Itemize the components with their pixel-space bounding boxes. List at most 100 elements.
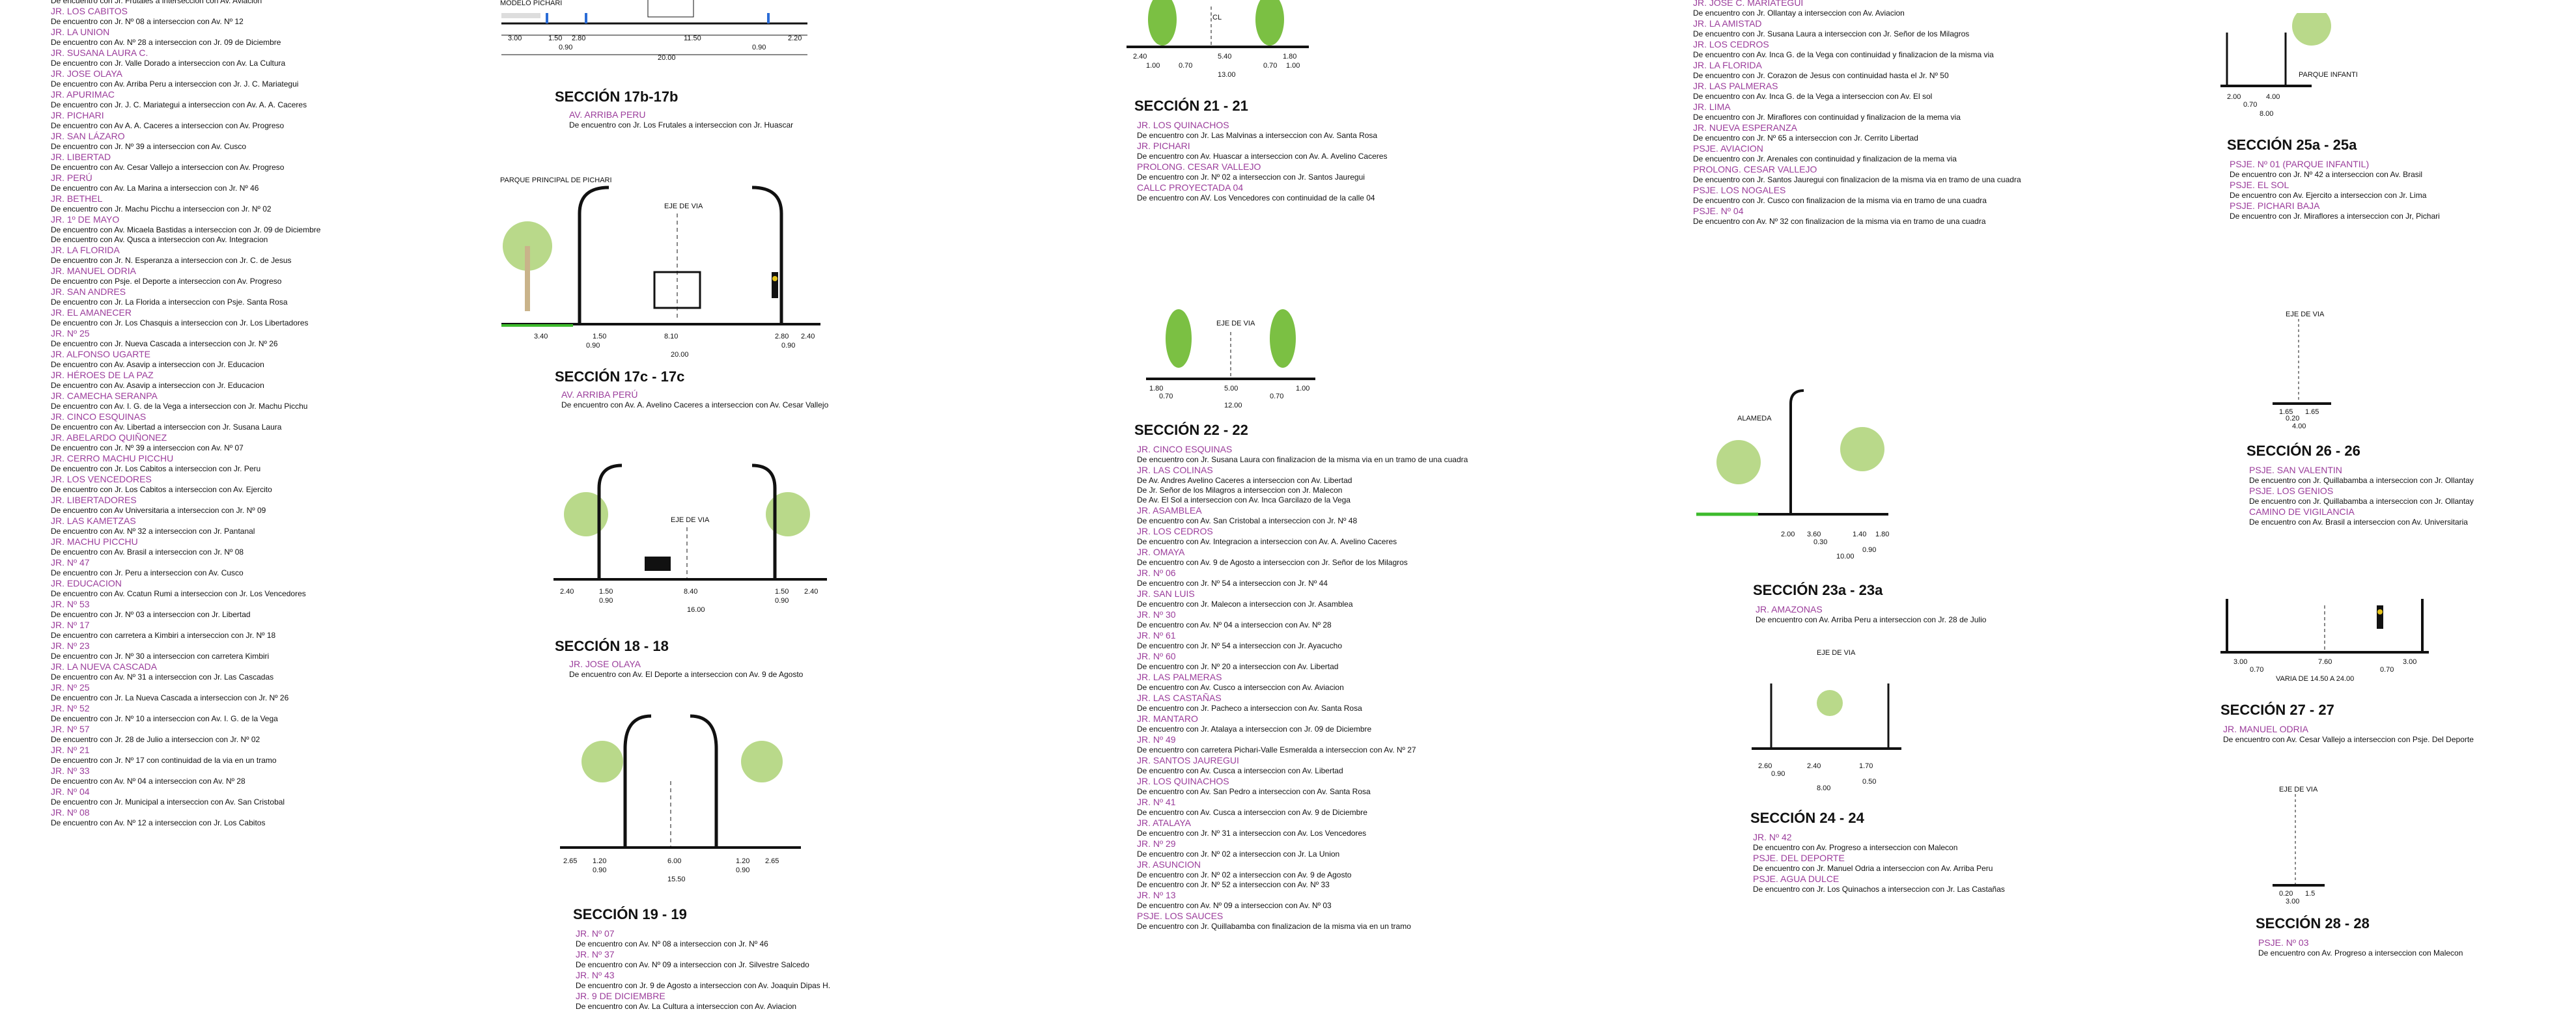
street-description: De encuentro con Av. Nº 04 a interseccio… [1137, 620, 1332, 629]
svg-text:12.00: 12.00 [1224, 402, 1242, 409]
street-name: JR. MANTARO [1137, 713, 1198, 724]
street-name: JR. LA UNION [51, 27, 110, 37]
street-name: JR. LAS PALMERAS [1137, 672, 1222, 682]
svg-text:0.20: 0.20 [2279, 890, 2293, 898]
svg-text:0.20: 0.20 [2286, 415, 2299, 422]
svg-text:3.60: 3.60 [1807, 531, 1821, 538]
street-description: De encuentro con Av. Nº 32 a interseccio… [51, 527, 255, 536]
section-17b-street: AV. ARRIBA PERU [569, 109, 646, 120]
svg-text:10.00: 10.00 [1836, 553, 1855, 560]
street-description: De encuentro con Av. San Cristobal a int… [1137, 516, 1358, 525]
svg-text:1.80: 1.80 [1283, 53, 1296, 61]
svg-text:VARIA DE 14.50 A 24.00: VARIA DE 14.50 A 24.00 [2276, 675, 2354, 683]
street-name: JR. PERÚ [51, 172, 92, 183]
svg-text:0.90: 0.90 [781, 342, 795, 350]
street-description: De encuentro con Jr. Pacheco a intersecc… [1137, 704, 1362, 713]
street-description: De encuentro con Av. Progreso a intersec… [1753, 843, 1958, 852]
street-name: JR. Nº 37 [576, 949, 615, 959]
svg-text:2.00: 2.00 [2227, 93, 2241, 101]
bus-icon [647, 0, 694, 18]
street-description: De encuentro con Av. Cesar Vallejo a int… [51, 163, 285, 172]
street-name: JR. Nº 23 [51, 641, 90, 651]
svg-text:5.40: 5.40 [1218, 53, 1231, 61]
svg-text:1.00: 1.00 [1146, 62, 1160, 70]
section-title: SECCIÓN 23a - 23a [1753, 582, 1883, 598]
street-description: De encuentro con Jr. Ollantay a intersec… [1693, 8, 1905, 18]
street-description: De encuentro con Jr. Nº 39 a interseccio… [51, 443, 244, 452]
street-description: De encuentro con Av. Cusca a interseccio… [1137, 766, 1343, 775]
street-description: De encuentro con Av. I. G. de la Vega a … [51, 402, 308, 411]
svg-text:0.70: 0.70 [2243, 101, 2257, 109]
street-name: JR. SAN ANDRES [51, 286, 126, 297]
street-description: De encuentro con Jr. Manuel Odria a inte… [1753, 864, 1993, 873]
street-description: De encuentro con Jr. 9 de Agosto a inter… [576, 981, 831, 990]
street-name: JR. LAS COLINAS [1137, 465, 1213, 475]
svg-text:1.50: 1.50 [548, 34, 562, 42]
street-light-icon [1789, 389, 1804, 514]
street-name: JR. SUSANA LAURA C. [51, 48, 148, 58]
street-name: JR. Nº 30 [1137, 609, 1176, 620]
street-name: JR. HÉROES DE LA PAZ [51, 370, 154, 380]
svg-text:EJE DE VIA: EJE DE VIA [2286, 310, 2325, 318]
svg-text:0.90: 0.90 [1862, 546, 1876, 554]
street-name: JR. Nº 60 [1137, 651, 1176, 661]
street-description: De encuentro con Jr. Nº 54 a interseccio… [1137, 641, 1343, 650]
street-name: JR. SANTOS JAUREGUI [1137, 755, 1239, 766]
street-description: De encuentro con Jr. Nº 52 a interseccio… [1137, 880, 1330, 889]
street-description: De encuentro con Jr. Miraflores con cont… [1693, 113, 1961, 122]
svg-text:0.90: 0.90 [599, 597, 613, 605]
svg-text:1.20: 1.20 [593, 857, 606, 865]
street-light-icon [578, 186, 609, 324]
svg-text:20.00: 20.00 [671, 351, 689, 359]
modelo-label: MODELO PICHARI [500, 0, 562, 7]
svg-text:1.80: 1.80 [1875, 531, 1889, 538]
street-name: JR. Nº 41 [1137, 797, 1176, 807]
street-description: De encuentro con Jr. Nº 08 a interseccio… [51, 17, 244, 26]
section-title: SECCIÓN 27 - 27 [2220, 702, 2334, 718]
svg-text:2.80: 2.80 [572, 34, 585, 42]
street-description: De encuentro con Av. La Cultura a inters… [576, 1002, 797, 1011]
street-description: De Jr. Señor de los Milagros a intersecc… [1137, 486, 1343, 495]
svg-text:1.50: 1.50 [593, 333, 606, 340]
svg-text:0.90: 0.90 [736, 866, 749, 874]
street-description: De encuentro con Jr. Quillabamba a inter… [2249, 476, 2474, 485]
street-description: De encuentro con Psje. el Deporte a inte… [51, 277, 282, 286]
street-name: JR. LOS QUINACHOS [1137, 120, 1229, 130]
svg-text:0.90: 0.90 [559, 44, 572, 51]
svg-text:0.90: 0.90 [1771, 770, 1785, 778]
svg-text:1.80: 1.80 [1149, 385, 1163, 393]
parque-label: PARQUE PRINCIPAL DE PICHARI [500, 176, 612, 184]
street-description: De encuentro con Jr. Atalaya a intersecc… [1137, 724, 1372, 734]
street-description: De encuentro con Av. Arriba Peru a inter… [51, 79, 299, 89]
street-description: De encuentro con Av. Arriba Peru a inter… [1756, 615, 1987, 624]
street-description: De encuentro con Jr. Nº 10 a interseccio… [51, 714, 278, 723]
street-description: De encuentro con Jr. Peru a interseccion… [51, 568, 244, 577]
section-17b-block: SECCIÓN 17b-17b AV. ARRIBA PERU De encue… [555, 89, 793, 130]
eje-label: EJE DE VIA [664, 202, 703, 210]
street-description: De encuentro con Jr. Los Quinachos a int… [1753, 885, 2005, 894]
street-description: De encuentro con Av A. A. Caceres a inte… [51, 121, 285, 130]
street-description: De encuentro con Av. Inca G. de la Vega … [1693, 92, 1933, 101]
street-name: JR. LOS CEDROS [1137, 526, 1213, 536]
street-description: De encuentro con Av. Brasil a intersecci… [51, 547, 244, 557]
street-name: JR. SAN LUIS [1137, 588, 1195, 599]
street-name: JR. LA FLORIDA [1693, 60, 1762, 70]
street-description: De encuentro con carretera Pichari-Valle… [1137, 745, 1416, 754]
svg-text:2.60: 2.60 [1758, 762, 1772, 770]
street-name: JR. Nº 25 [51, 328, 90, 338]
street-description: De encuentro con Jr. Corazon de Jesus co… [1693, 71, 1949, 80]
street-name: JR. MANUEL ODRIA [2223, 724, 2308, 734]
section-title: SECCIÓN 22 - 22 [1134, 422, 1248, 438]
svg-text:EJE DE VIA: EJE DE VIA [1216, 320, 1255, 327]
street-description: De encuentro con Jr. J. C. Mariategui a … [51, 100, 307, 109]
